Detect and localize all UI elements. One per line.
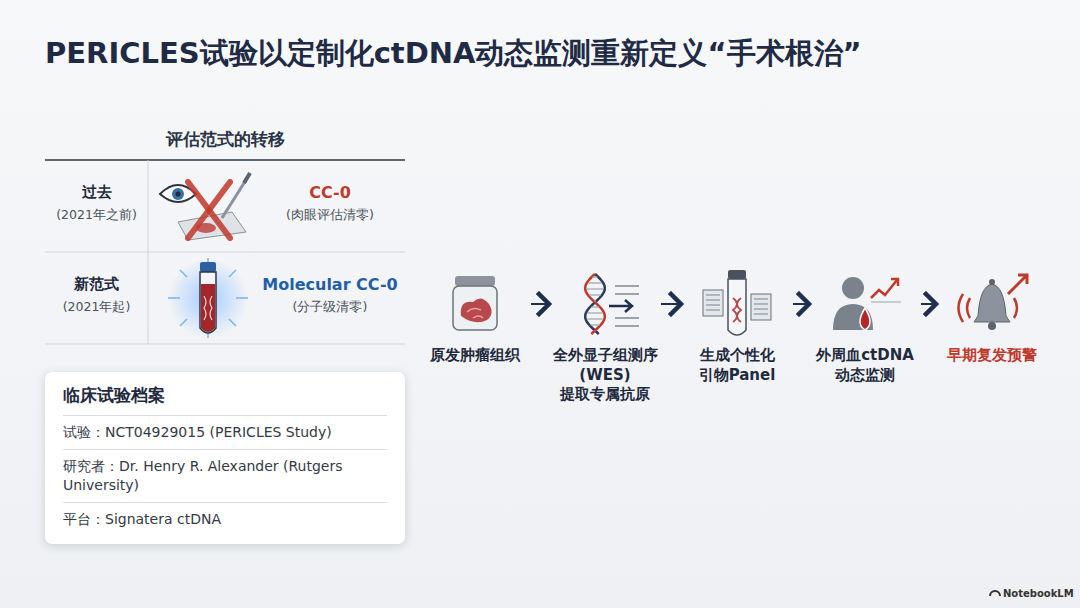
eye-icon	[160, 173, 250, 240]
process-step: 原发肿瘤组织	[419, 268, 531, 366]
status-label: Molecular CC-0	[250, 275, 410, 294]
step-icon	[697, 268, 777, 338]
info-card: 临床试验档案试验：NCT04929015 (PERICLES Study)研究者…	[45, 372, 405, 544]
step-label: 早期复发预警	[936, 346, 1048, 366]
table-rule	[45, 159, 405, 161]
step-label: 原发肿瘤组织	[419, 346, 531, 366]
process-step: 生成个性化 引物Panel	[681, 268, 793, 385]
step-label: 外周血ctDNA 动态监测	[809, 346, 921, 385]
table-rule	[45, 344, 405, 345]
blood-tube-icon	[168, 258, 248, 338]
row-label: 过去	[45, 183, 148, 202]
step-icon	[825, 268, 905, 338]
table-header: 评估范式的转移	[45, 128, 405, 151]
table-rule	[45, 252, 405, 253]
row-sublabel: (2021年之前)	[45, 207, 148, 224]
step-label: 全外显子组测序 (WES) 提取专属抗原	[549, 346, 661, 405]
process-step: 外周血ctDNA 动态监测	[809, 268, 921, 385]
step-icon	[435, 268, 515, 338]
watermark-mark	[990, 591, 1000, 596]
step-label: 生成个性化 引物Panel	[681, 346, 793, 385]
status-label: CC-0	[255, 183, 405, 202]
row-sublabel: (2021年起)	[45, 299, 148, 316]
card-heading: 临床试验档案	[63, 384, 387, 415]
row-label: 新范式	[45, 275, 148, 294]
watermark: NotebookLM	[1003, 588, 1077, 599]
card-row: 研究者：Dr. Henry R. Alexander (Rutgers Univ…	[63, 449, 387, 502]
table-rule	[148, 160, 149, 344]
step-icon	[952, 268, 1032, 338]
process-step: 早期复发预警	[936, 268, 1048, 366]
flow-arrow	[793, 303, 809, 305]
slide-title: PERICLES试验以定制化ctDNA动态监测重新定义“手术根治”	[45, 34, 862, 74]
status-sublabel: (分子级清零)	[255, 299, 405, 316]
flow-arrow	[921, 303, 936, 305]
step-icon	[565, 268, 645, 338]
flow-arrow	[531, 303, 549, 305]
status-sublabel: (肉眼评估清零)	[255, 207, 405, 224]
card-row: 试验：NCT04929015 (PERICLES Study)	[63, 415, 387, 449]
flow-arrow	[661, 303, 681, 305]
process-step: 全外显子组测序 (WES) 提取专属抗原	[549, 268, 661, 405]
card-row: 平台：Signatera ctDNA	[63, 502, 387, 536]
